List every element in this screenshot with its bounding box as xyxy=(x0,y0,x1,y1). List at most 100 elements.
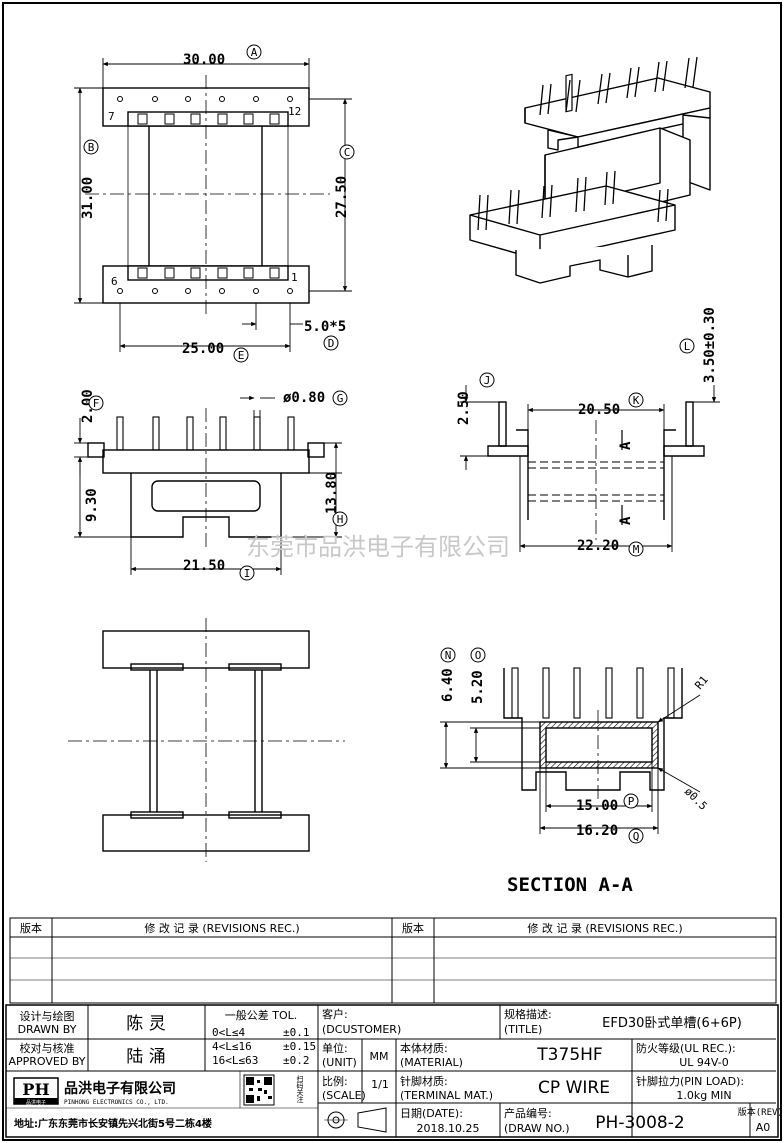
balloon-H: H xyxy=(337,513,344,526)
pin-label-7: 7 xyxy=(108,110,115,123)
unit-value: MM xyxy=(370,1050,389,1063)
company-name-en: PINHONG ELECTRONICS CO., LTD. xyxy=(64,1099,169,1106)
logo-text: PH xyxy=(22,1080,49,1099)
pin-label-12: 12 xyxy=(288,105,301,118)
balloon-E: E xyxy=(238,349,245,362)
balloon-G: G xyxy=(337,392,344,405)
logo-sub-text: 品洪电子 xyxy=(26,1099,46,1106)
dim-J-value: 2.50 xyxy=(456,391,472,425)
drawno-label-en: (DRAW NO.) xyxy=(504,1122,569,1135)
dim-G-value: ø0.80 xyxy=(283,390,325,406)
dim-Q-value: 16.20 xyxy=(576,823,618,839)
pinload-label: 针脚拉力(PIN LOAD): xyxy=(636,1074,744,1088)
approved-by-label-en: APPROVED BY xyxy=(8,1055,85,1068)
balloon-P: P xyxy=(628,795,635,808)
unit-label-en: (UNIT) xyxy=(322,1056,357,1069)
top-view-dimensions xyxy=(74,58,352,352)
drawn-by-name: 陈 灵 xyxy=(126,1014,165,1034)
balloon-L: L xyxy=(684,340,691,353)
rev-version-header-right: 版本 xyxy=(402,921,424,935)
balloon-K: K xyxy=(633,394,640,407)
tol-value-1: ±0.1 xyxy=(283,1026,310,1039)
front-view xyxy=(87,408,325,548)
balloon-C: C xyxy=(344,146,351,159)
tolerance-title: 一般公差 TOL. xyxy=(225,1008,298,1022)
ul-value: UL 94V-0 xyxy=(679,1056,729,1069)
dim-N-value: 6.40 xyxy=(440,668,456,702)
tol-value-3: ±0.2 xyxy=(283,1054,310,1067)
rev-record-header-right: 修 改 记 录 (REVISIONS REC.) xyxy=(527,921,682,935)
dim-K-value: 20.50 xyxy=(578,402,620,418)
date-value: 2018.10.25 xyxy=(417,1122,480,1135)
revisions-table xyxy=(9,917,777,1004)
radius-label: R1 xyxy=(692,673,710,692)
dim-H-value: 13.80 xyxy=(324,472,340,514)
material-value: T375HF xyxy=(536,1045,602,1065)
rev-value: A0 xyxy=(756,1121,771,1134)
scale-value: 1/1 xyxy=(371,1078,389,1091)
balloon-I: I xyxy=(244,567,251,580)
balloon-Q: Q xyxy=(633,830,640,843)
spec-label: 规格描述: xyxy=(504,1007,552,1021)
scale-label-en: (SCALE) xyxy=(322,1089,366,1102)
dim-E-value: 25.00 xyxy=(182,341,224,357)
spec-value: EFD30卧式单槽(6+6P) xyxy=(602,1016,742,1031)
date-label: 日期(DATE): xyxy=(400,1107,463,1120)
approved-by-name: 陆 涌 xyxy=(126,1047,165,1067)
dim-B-value: 31.00 xyxy=(80,177,96,219)
drawno-value: PH-3008-2 xyxy=(595,1113,684,1133)
diameter-label: ø0.5 xyxy=(682,785,710,813)
balloon-N: N xyxy=(445,649,452,662)
tol-value-2: ±0.15 xyxy=(283,1040,316,1053)
balloon-F: F xyxy=(93,397,100,410)
dim-I-value: 21.50 xyxy=(183,558,225,574)
isometric-view xyxy=(469,56,711,284)
dim-D-value: 5.0*5 xyxy=(304,319,346,335)
unit-label: 单位: xyxy=(322,1041,348,1055)
rev-label: 版本(REV): xyxy=(738,1106,784,1118)
terminal-value: CP WIRE xyxy=(538,1078,610,1098)
approved-by-label-cn: 校对与核准 xyxy=(20,1041,75,1055)
dim-base-value: 9.30 xyxy=(84,488,100,522)
company-logo: PH 品洪电子 xyxy=(13,1077,59,1106)
company-name-cn: 品洪电子有限公司 xyxy=(64,1080,176,1097)
material-label: 本体材质: xyxy=(400,1041,448,1055)
tol-range-1: 0<L≤4 xyxy=(212,1026,245,1039)
dim-M-value: 22.20 xyxy=(577,538,619,554)
watermark: 东莞市品洪电子有限公司 xyxy=(246,533,510,561)
balloon-B: B xyxy=(88,141,95,154)
material-label-en: (MATERIAL) xyxy=(400,1056,463,1069)
section-mark-bottom: A xyxy=(618,516,634,525)
dim-L-value: 3.50±0.30 xyxy=(702,307,718,383)
customer-label-en: (DCUSTOMER) xyxy=(322,1023,401,1036)
qr-caption: 扫码关注 xyxy=(296,1074,304,1104)
balloon-A: A xyxy=(251,46,258,59)
terminal-label: 针脚材质: xyxy=(400,1074,448,1088)
section-view xyxy=(503,667,683,800)
balloon-M: M xyxy=(633,543,640,556)
tol-range-2: 4<L≤16 xyxy=(212,1040,252,1053)
tol-range-3: 16<L≤63 xyxy=(212,1054,258,1067)
dim-O-value: 5.20 xyxy=(470,670,486,704)
balloon-D: D xyxy=(328,337,335,350)
title-block-grid xyxy=(5,1004,779,1138)
balloon-J: J xyxy=(484,374,491,387)
front-view-dimensions xyxy=(74,395,342,575)
side-view-dimensions xyxy=(460,385,720,552)
rev-record-header-left: 修 改 记 录 (REVISIONS REC.) xyxy=(144,921,299,935)
side-view xyxy=(487,401,705,545)
customer-label: 客户: xyxy=(322,1007,348,1021)
qr-code xyxy=(243,1074,275,1106)
section-mark-top: A xyxy=(618,441,634,450)
ul-label: 防火等级(UL REC.): xyxy=(636,1041,736,1055)
scale-label: 比例: xyxy=(322,1074,348,1088)
balloon-O: O xyxy=(475,649,482,662)
drawn-by-label-en: DRAWN BY xyxy=(18,1023,77,1036)
dim-P-value: 15.00 xyxy=(576,798,618,814)
drawn-by-label-cn: 设计与绘图 xyxy=(20,1009,75,1023)
balloon-letters: A B C D E F G H I J K L M N O P Q xyxy=(88,46,691,843)
dim-A-value: 30.00 xyxy=(183,52,225,68)
pinload-value: 1.0kg MIN xyxy=(676,1089,731,1102)
